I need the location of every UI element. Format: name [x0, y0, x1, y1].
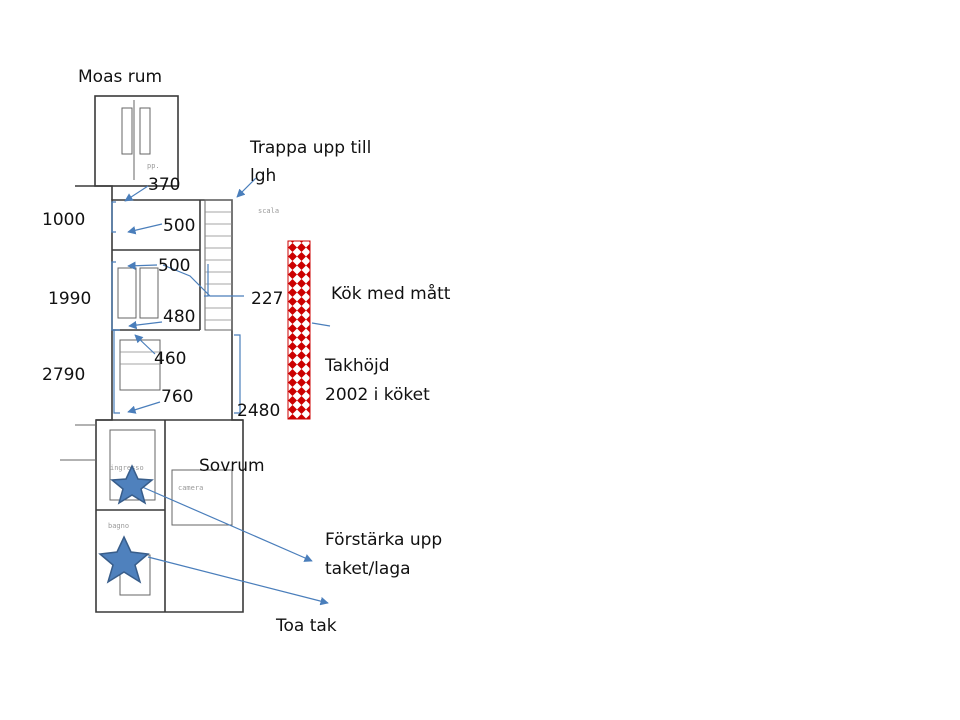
floor-plan-sketch: pp. scala	[60, 95, 279, 613]
plan-text-camera: camera	[178, 484, 203, 492]
bracket-1000	[111, 201, 116, 233]
measure-1990: 1990	[48, 289, 91, 309]
arrow-500a	[127, 223, 163, 235]
measure-500b: 500	[158, 256, 190, 276]
arrow-227	[162, 264, 244, 297]
arrow-trappa	[236, 177, 257, 198]
bracket-2790	[113, 329, 120, 414]
measure-370: 370	[148, 175, 180, 195]
arrow-toa	[147, 556, 329, 606]
bracket-227	[204, 264, 209, 297]
plan-stairs	[204, 199, 233, 331]
plan-text-scala: scala	[258, 207, 279, 215]
measure-227: 227	[251, 289, 283, 309]
label-forstarka-line2: taket/laga	[325, 559, 411, 579]
dimension-brackets	[111, 201, 241, 414]
label-moas-rum: Moas rum	[78, 67, 162, 87]
measure-2790: 2790	[42, 365, 85, 385]
measure-1000: 1000	[42, 210, 85, 230]
label-trappa-line1: Trappa upp till	[249, 138, 371, 158]
plan-text-ingresso: ingresso	[110, 464, 144, 472]
plan-text-bagno: bagno	[108, 522, 129, 530]
label-forstarka-line1: Förstärka upp	[325, 530, 442, 550]
arrow-forstarka	[139, 485, 313, 562]
bracket-1990	[111, 261, 116, 331]
measure-2480: 2480	[237, 401, 280, 421]
label-kok-med-matt: Kök med mått	[331, 283, 451, 304]
kitchen-marker-bar	[287, 240, 311, 420]
label-sovrum: Sovrum	[199, 456, 265, 476]
label-toa-tak: Toa tak	[275, 616, 337, 636]
annotation-arrows	[124, 177, 329, 606]
bracket-2480	[234, 334, 241, 414]
label-takhojd-line1: Takhöjd	[324, 356, 390, 376]
arrow-460	[134, 334, 156, 355]
measure-500a: 500	[163, 216, 195, 236]
arrow-370	[124, 185, 149, 202]
arrow-500b	[127, 261, 158, 270]
plan-room-moas	[94, 95, 179, 187]
plan-text-pp: pp.	[147, 162, 160, 170]
arrow-760	[127, 401, 161, 414]
label-trappa-line2: lgh	[250, 166, 276, 186]
measure-760: 760	[161, 387, 193, 407]
kitchen-pointer-line	[311, 322, 331, 327]
label-takhojd-line2: 2002 i köket	[325, 385, 430, 405]
star-icon	[110, 464, 154, 505]
star-icon	[98, 535, 150, 584]
measure-460: 460	[154, 349, 186, 369]
arrow-480	[128, 320, 163, 330]
measure-480: 480	[163, 307, 195, 327]
